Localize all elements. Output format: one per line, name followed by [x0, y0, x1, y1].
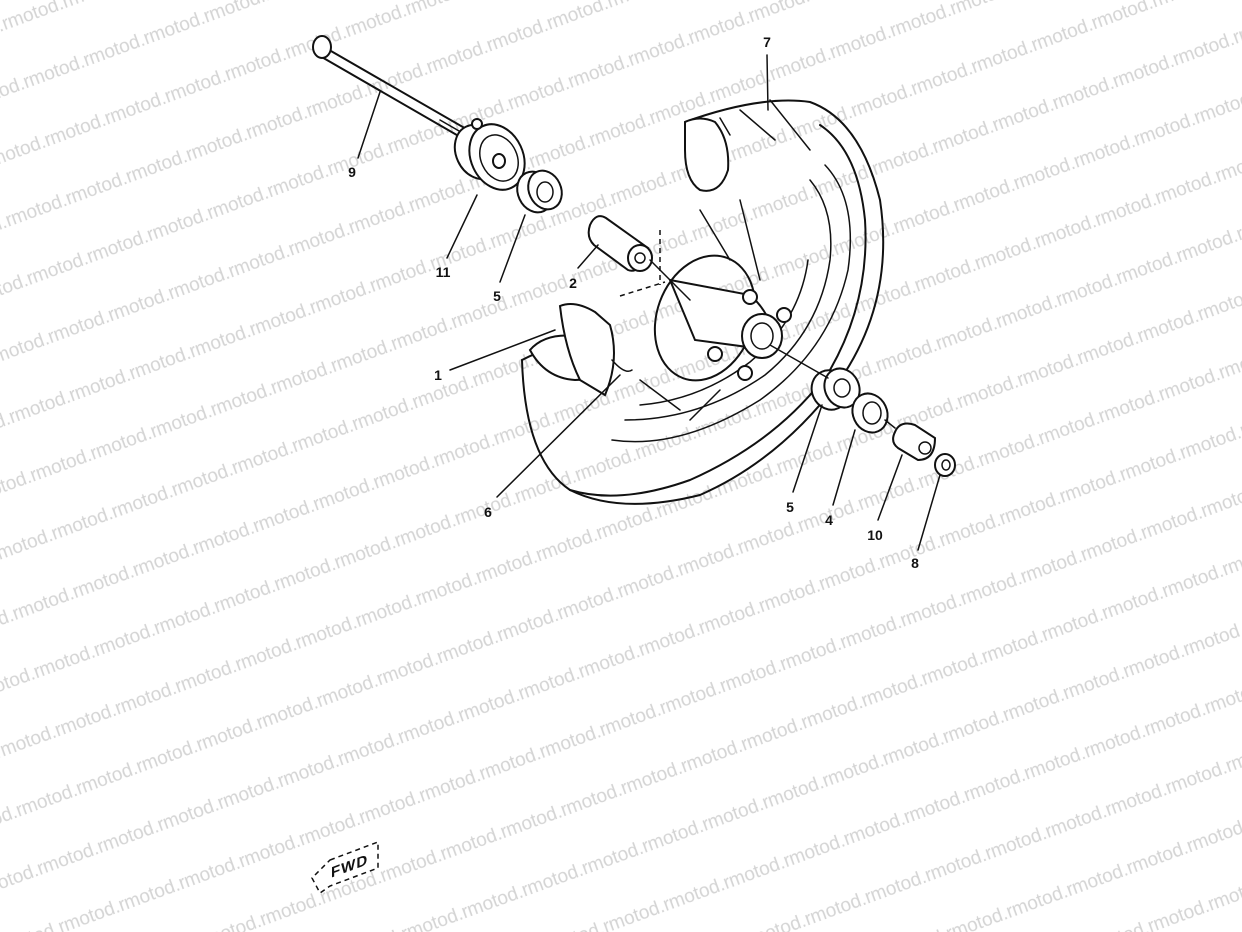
axle-part	[312, 35, 469, 139]
nut-part	[934, 453, 956, 477]
callout-9: 9	[348, 164, 356, 180]
collar-right-part	[892, 422, 937, 462]
callout-8: 8	[911, 555, 919, 571]
callout-5-left: 5	[493, 288, 501, 304]
callout-7: 7	[763, 34, 771, 50]
callout-4: 4	[825, 512, 833, 528]
callout-1: 1	[434, 367, 442, 383]
callout-5-right: 5	[786, 499, 794, 515]
collar-left-part	[587, 215, 653, 272]
callout-2: 2	[569, 275, 577, 291]
wheel-tire-part	[521, 99, 885, 505]
callout-11: 11	[435, 264, 451, 280]
callout-10: 10	[867, 527, 883, 543]
callout-6: 6	[484, 504, 492, 520]
